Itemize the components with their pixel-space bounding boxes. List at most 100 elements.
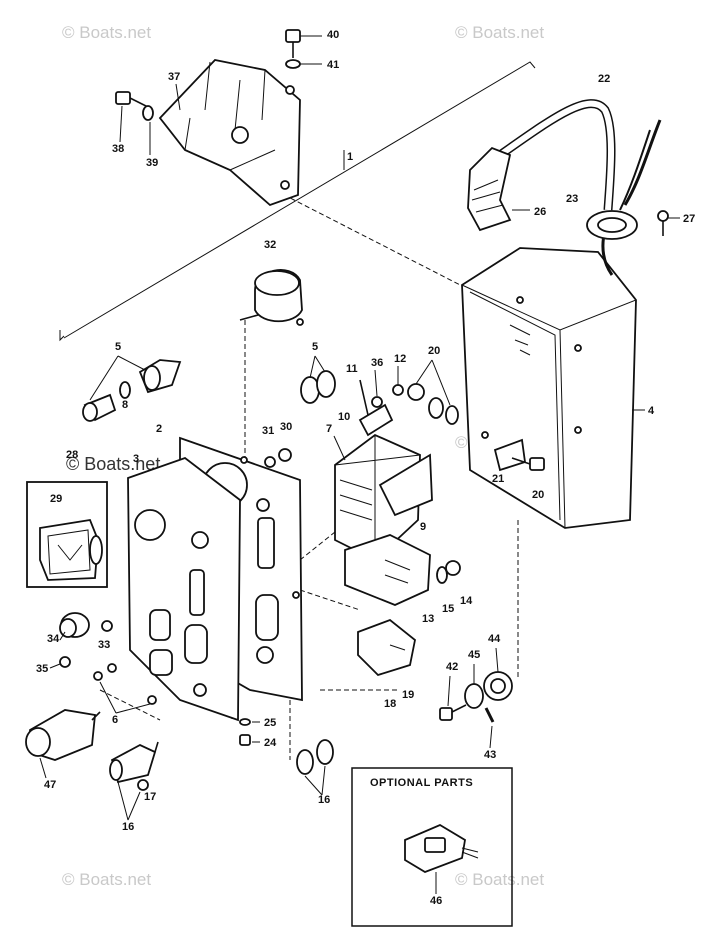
callout-12: 12 (394, 353, 406, 365)
box-part-4 (461, 247, 637, 529)
callout-29: 29 (50, 493, 62, 505)
callout-18: 18 (384, 698, 396, 710)
screw-part-36 (371, 396, 383, 408)
callout-10: 10 (338, 411, 350, 423)
relay-part-7 (334, 433, 421, 562)
callout-9: 9 (420, 521, 426, 533)
callout-16a: 16 (122, 821, 134, 833)
callout-11: 11 (346, 363, 358, 375)
bracket-part-37 (158, 59, 301, 207)
callout-6b: 6 (112, 714, 118, 726)
callout-5b: 5 (312, 341, 318, 353)
callout-7: 7 (326, 423, 332, 435)
callout-20a: 20 (428, 345, 440, 357)
callout-15: 15 (442, 603, 454, 615)
callout-27: 27 (683, 213, 695, 225)
clip-part-11 (359, 379, 369, 416)
washers-part-20 (407, 383, 459, 425)
watermark-bottom-right: © Boats.net (455, 870, 544, 889)
callout-4: 4 (648, 405, 655, 417)
callout-24: 24 (264, 737, 277, 749)
panel-gasket-part-2 (127, 456, 241, 722)
nut-part-14 (445, 560, 461, 576)
callout-19: 19 (402, 689, 414, 701)
callout-45: 45 (468, 649, 480, 661)
callout-26: 26 (534, 206, 546, 218)
callout-1: 1 (347, 151, 353, 163)
callout-3: 3 (133, 453, 139, 465)
callout-32: 32 (264, 239, 276, 251)
switch-knob-part-34 (59, 612, 90, 638)
callout-20b: 20 (532, 489, 544, 501)
watermark-top-right: © Boats.net (455, 23, 544, 42)
screws-part-6 (93, 663, 157, 705)
screw-38 (115, 91, 151, 109)
nut-part-12 (392, 384, 404, 396)
callout-40: 40 (327, 29, 339, 41)
callout-30: 30 (280, 421, 292, 433)
screw-part-43 (484, 707, 495, 723)
callout-17: 17 (144, 791, 156, 803)
callouts: 40 41 37 38 39 1 22 23 26 27 32 5 8 5 11… (36, 29, 695, 907)
washer-pair-part-5 (300, 370, 336, 404)
callout-41: 41 (327, 59, 339, 71)
bulb-part-17 (137, 779, 149, 791)
nut-part-31 (264, 456, 276, 468)
screw-part-33 (101, 620, 113, 632)
callout-35: 35 (36, 663, 48, 675)
bolt-part-42 (439, 704, 467, 721)
bolt-part-20 (511, 457, 545, 471)
callout-8: 8 (122, 399, 128, 411)
screw-40 (285, 29, 301, 58)
bolt-part-24 (239, 734, 251, 746)
lamp-part-18 (109, 741, 159, 784)
optional-parts-box: OPTIONAL PARTS (351, 767, 513, 927)
watermark-top-left: © Boats.net (62, 23, 151, 42)
callout-16b: 16 (318, 794, 330, 806)
callout-33: 33 (98, 639, 110, 651)
watermark-center-left: © Boats.net (66, 454, 160, 474)
callout-21: 21 (492, 473, 504, 485)
callout-22: 22 (598, 73, 610, 85)
callout-2: 2 (156, 423, 162, 435)
bracket-part-9 (378, 453, 433, 517)
washer-41 (285, 59, 301, 69)
callout-44: 44 (488, 633, 501, 645)
meter-part-29 (39, 518, 103, 581)
screw-part-35 (59, 656, 71, 668)
watermark-bottom-left: © Boats.net (62, 870, 151, 889)
screw-part-27 (657, 210, 669, 236)
washer-part-45 (464, 683, 484, 709)
callout-37: 37 (168, 71, 180, 83)
washer-39 (142, 105, 154, 121)
callout-47: 47 (44, 779, 56, 791)
terminal-block-part-13 (344, 534, 431, 606)
callout-25: 25 (264, 717, 276, 729)
washers-part-16 (296, 739, 334, 775)
gauge-part-32 (239, 269, 304, 326)
connector-part-26 (467, 146, 512, 232)
callout-31: 31 (262, 425, 274, 437)
terminal-part-10 (358, 403, 394, 437)
callout-43: 43 (484, 749, 496, 761)
washer-part-15 (436, 566, 448, 584)
callout-36: 36 (371, 357, 383, 369)
bulb-part-8 (119, 381, 131, 399)
callout-34: 34 (47, 633, 60, 645)
callout-5a: 5 (115, 341, 121, 353)
grommet-part-23 (586, 210, 638, 240)
key-switch-part-47 (25, 709, 101, 761)
callout-28: 28 (66, 449, 78, 461)
callout-23: 23 (566, 193, 578, 205)
nut-part-30 (278, 448, 292, 462)
callout-39: 39 (146, 157, 158, 169)
callout-46: 46 (430, 895, 442, 907)
lamp-socket-part-5 (138, 359, 182, 394)
lamp-part-6 (82, 393, 117, 422)
optional-parts-title: OPTIONAL PARTS (370, 777, 473, 789)
grommet-part-44 (483, 671, 513, 701)
callout-38: 38 (112, 143, 124, 155)
callout-42: 42 (446, 661, 458, 673)
